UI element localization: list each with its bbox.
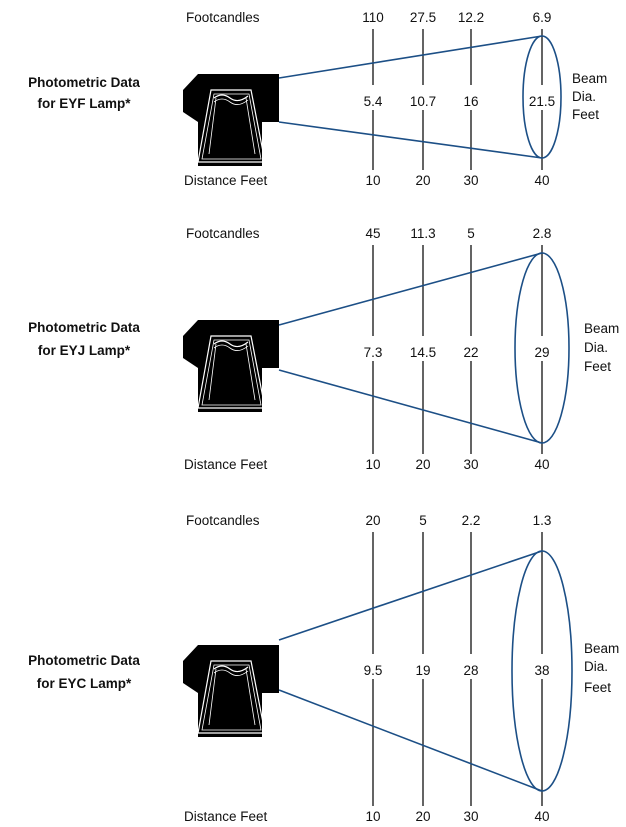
beam-diameter-value: 22	[463, 345, 478, 360]
distance-label: Distance Feet	[184, 809, 268, 824]
distance-value: 10	[365, 457, 380, 472]
footcandle-value: 110	[362, 10, 384, 25]
beam-ellipse	[511, 550, 573, 792]
footcandles-label: Footcandles	[186, 10, 260, 25]
panel-title-line1: Photometric Data	[28, 320, 140, 335]
footcandle-value: 2.8	[533, 226, 552, 241]
beam-label-line1: Beam	[572, 71, 607, 86]
footcandle-value: 5	[419, 513, 427, 528]
distance-label: Distance Feet	[184, 173, 268, 188]
lamp-icon	[183, 74, 279, 166]
beam-diameter-value: 5.4	[364, 94, 383, 109]
beam-label-line2: Dia.	[584, 659, 608, 674]
footcandle-value: 12.2	[458, 10, 484, 25]
distance-value: 20	[415, 457, 430, 472]
beam-diameter-value: 28	[463, 663, 478, 678]
beam-ellipse	[522, 35, 562, 159]
beam-label-line2: Dia.	[572, 89, 596, 104]
lamp-icon	[183, 320, 279, 412]
beam-edge-bottom	[278, 121, 543, 159]
distance-value: 40	[534, 809, 549, 824]
panel-title-line2: for EYF Lamp*	[37, 96, 131, 111]
distance-value: 30	[463, 809, 478, 824]
distance-value: 30	[463, 457, 478, 472]
distance-label: Distance Feet	[184, 457, 268, 472]
distance-value: 10	[365, 173, 380, 188]
beam-diameter-value: 21.5	[529, 94, 555, 109]
panel-title-line1: Photometric Data	[28, 653, 140, 668]
footcandle-value: 11.3	[410, 226, 435, 241]
beam-diameter-value: 9.5	[364, 663, 383, 678]
beam-edge-top	[278, 252, 543, 326]
footcandle-value: 2.2	[462, 513, 481, 528]
footcandle-value: 27.5	[410, 10, 436, 25]
beam-diameter-value: 16	[463, 94, 478, 109]
beam-edge-bottom	[278, 369, 543, 444]
beam-diameter-value: 29	[534, 345, 549, 360]
beam-edge-bottom	[278, 689, 543, 792]
footcandles-label: Footcandles	[186, 513, 260, 528]
distance-value: 20	[415, 173, 430, 188]
footcandle-value: 1.3	[533, 513, 552, 528]
beam-ellipse	[514, 252, 570, 444]
panel-title-line2: for EYC Lamp*	[37, 676, 132, 691]
footcandles-label: Footcandles	[186, 226, 260, 241]
footcandle-value: 20	[365, 513, 380, 528]
footcandle-value: 5	[467, 226, 475, 241]
footcandle-value: 6.9	[533, 10, 552, 25]
beam-label-line3: Feet	[584, 680, 611, 695]
beam-label-line3: Feet	[584, 359, 611, 374]
distance-value: 20	[415, 809, 430, 824]
beam-label-line3: Feet	[572, 107, 599, 122]
lamp-panel-3: Photometric Data for EYC Lamp* Footcandles…	[28, 513, 619, 824]
panel-title-line1: Photometric Data	[28, 75, 140, 90]
distance-value: 30	[463, 173, 478, 188]
beam-label-line1: Beam	[584, 641, 619, 656]
distance-value: 40	[534, 173, 549, 188]
beam-diameter-value: 19	[415, 663, 430, 678]
panel-title-line2: for EYJ Lamp*	[38, 343, 131, 358]
lamp-panel-2: Photometric Data for EYJ Lamp* Footcandles…	[28, 226, 619, 472]
lamp-panel-1: Photometric Data for EYF Lamp* Footcandles…	[28, 10, 607, 188]
distance-value: 10	[365, 809, 380, 824]
distance-value: 40	[534, 457, 549, 472]
beam-edge-top	[278, 550, 543, 641]
footcandle-value: 45	[365, 226, 380, 241]
beam-diameter-value: 14.5	[410, 345, 436, 360]
beam-label-line2: Dia.	[584, 340, 608, 355]
beam-diameter-value: 7.3	[364, 345, 383, 360]
beam-diameter-value: 38	[534, 663, 549, 678]
beam-diameter-value: 10.7	[410, 94, 436, 109]
beam-edge-top	[278, 35, 543, 79]
beam-label-line1: Beam	[584, 321, 619, 336]
lamp-icon	[183, 645, 279, 737]
